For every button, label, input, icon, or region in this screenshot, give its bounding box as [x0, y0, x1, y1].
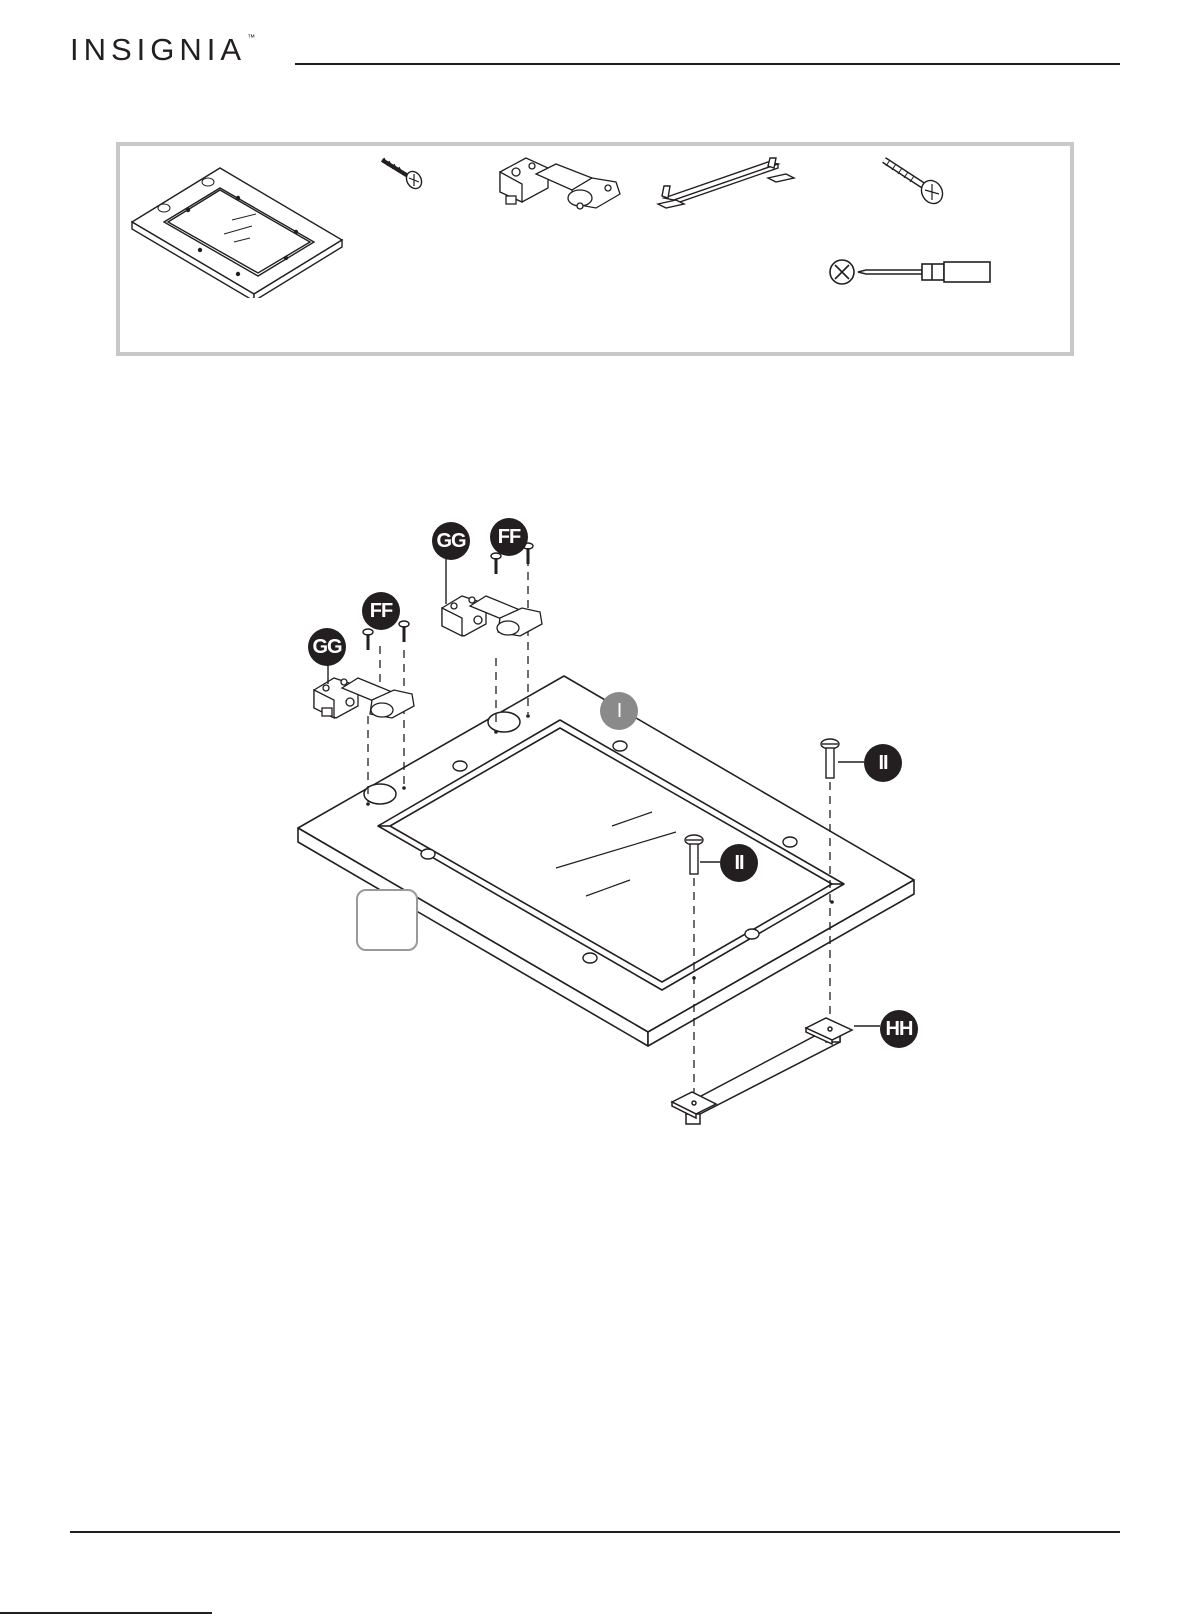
hinge-lower: [314, 678, 414, 718]
callout-ff-lower: FF: [362, 592, 400, 630]
callout-hh-handle: HH: [880, 1010, 918, 1048]
callout-ff-upper: FF: [490, 518, 528, 556]
callout-ii-center: II: [720, 844, 758, 882]
callout-i-panel: I: [600, 692, 638, 730]
step-number-box: [356, 889, 418, 951]
hinge-cup-hole-left: [364, 784, 396, 804]
page-edge-fragment: [0, 1612, 212, 1614]
door-handle: [672, 1018, 852, 1124]
callout-gg-upper: GG: [432, 522, 470, 560]
hinge-cup-hole-right: [488, 712, 520, 732]
hinge-upper: [442, 596, 542, 636]
callout-ii-right: II: [864, 744, 902, 782]
footer-rule: [70, 1531, 1120, 1533]
callout-gg-lower: GG: [308, 628, 346, 666]
